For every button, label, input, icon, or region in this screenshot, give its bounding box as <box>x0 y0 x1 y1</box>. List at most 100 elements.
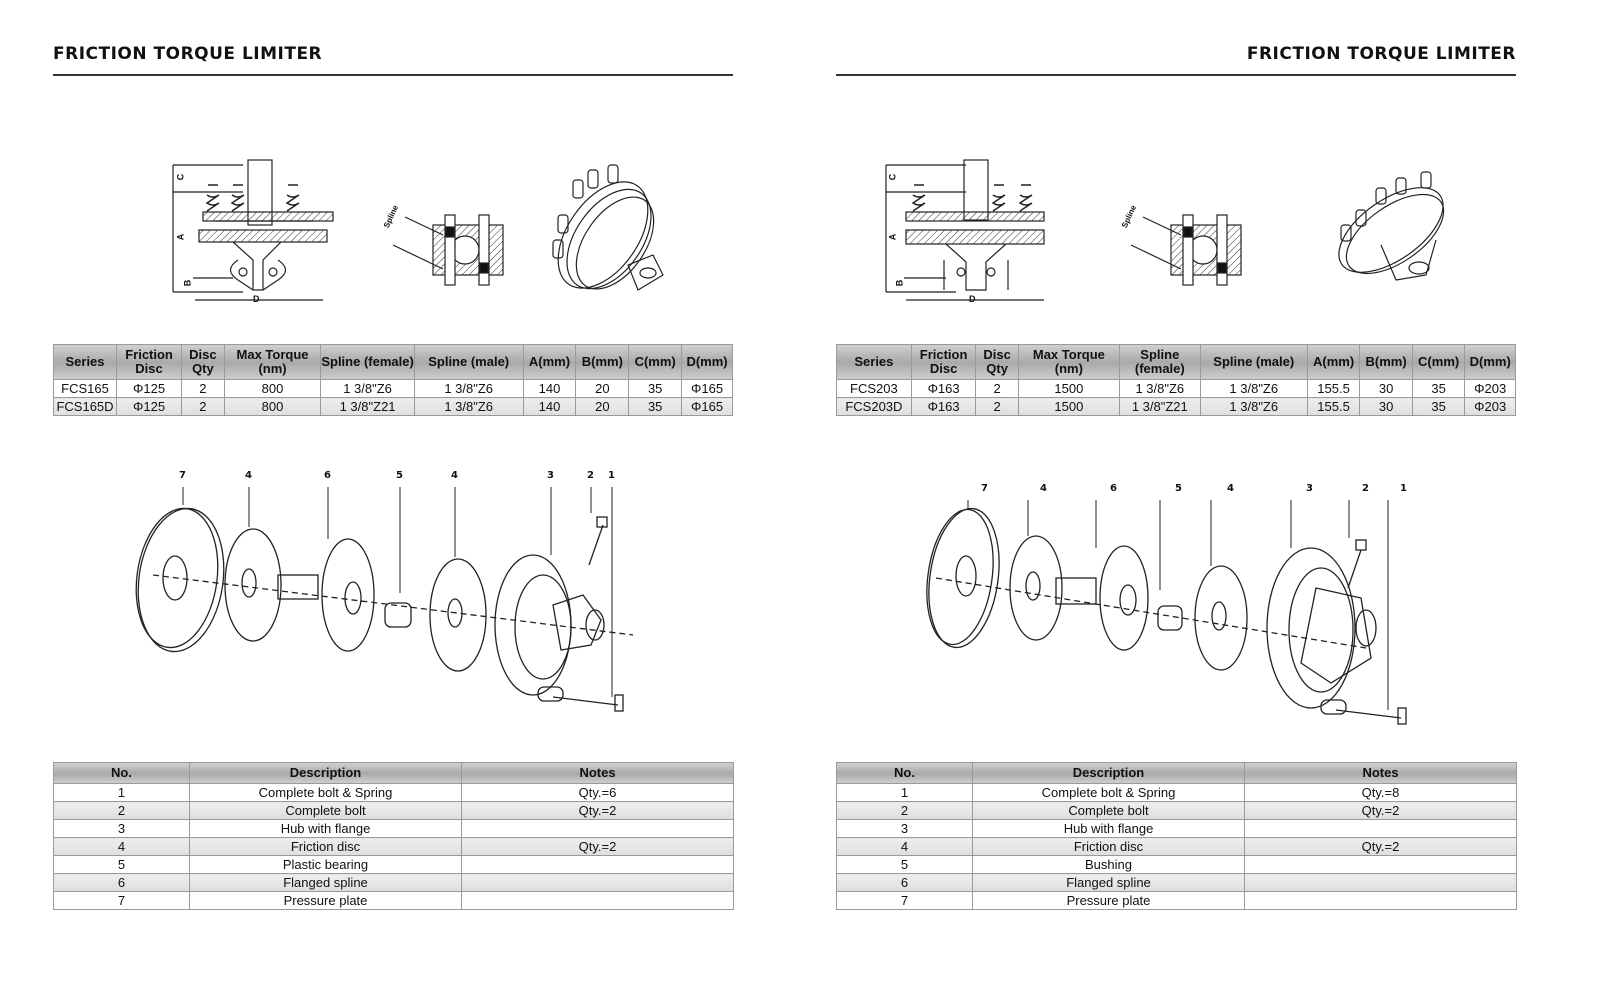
cell <box>1244 873 1517 892</box>
bushing-part <box>1157 605 1183 631</box>
cell: 140 <box>522 397 577 416</box>
cell: Φ125 <box>116 397 183 416</box>
callout-1: 1 <box>1400 483 1407 494</box>
cell: 4 <box>836 837 973 856</box>
cell: Bushing <box>972 855 1245 874</box>
cell: Complete bolt <box>972 801 1245 820</box>
cell: FCS203D <box>836 397 912 416</box>
exploded-view-drawing <box>926 500 1407 725</box>
dimension-label-c: C <box>175 173 186 181</box>
cell: Complete bolt & Spring <box>189 783 462 802</box>
col-a-mm: A(mm) <box>1306 344 1361 380</box>
cell: Pressure plate <box>972 891 1245 910</box>
spec-header-row: Series Friction Disc Disc Qty Max Torque… <box>836 344 1516 380</box>
cell: 1500 <box>1017 397 1120 416</box>
col-c-mm: C(mm) <box>628 344 683 380</box>
cell: 1500 <box>1017 379 1120 398</box>
col-c-mm: C(mm) <box>1411 344 1466 380</box>
hub-flange-part <box>1266 547 1377 709</box>
col-spline-female: Spline (female) <box>1118 344 1201 380</box>
cell: FCS203 <box>836 379 912 398</box>
spec-header-row: Series Friction Disc Disc Qty Max Torque… <box>52 344 733 380</box>
cell: 30 <box>1359 397 1413 416</box>
cell: 30 <box>1359 379 1413 398</box>
cell: 1 3/8"Z6 <box>320 379 415 398</box>
flanged-spline-part <box>1055 545 1149 651</box>
cell: 1 3/8"Z21 <box>320 397 415 416</box>
callout-2: 2 <box>1362 483 1369 494</box>
cell: 2 <box>181 397 225 416</box>
cell: Qty.=2 <box>1244 801 1517 820</box>
dimension-label-a: A <box>887 233 898 241</box>
cell: Φ163 <box>910 379 977 398</box>
cell <box>461 873 734 892</box>
cell: Qty.=8 <box>1244 783 1517 802</box>
col-spline-female: Spline (female) <box>320 344 415 380</box>
col-max-torque: Max Torque (nm) <box>223 344 322 380</box>
cell: Φ165 <box>681 397 733 416</box>
cell: 1 3/8"Z21 <box>1118 397 1201 416</box>
cell: 800 <box>223 379 322 398</box>
dimension-label-b: B <box>894 279 905 287</box>
col-series: Series <box>836 344 912 380</box>
callout-labels: 7 4 6 5 4 3 2 1 <box>896 483 1456 497</box>
cell <box>461 855 734 874</box>
cell: Flanged spline <box>972 873 1245 892</box>
cell: Flanged spline <box>189 873 462 892</box>
cell: Complete bolt <box>189 801 462 820</box>
dimension-label-c: C <box>887 173 898 181</box>
bushing-part <box>384 602 412 628</box>
parts-header-row: No. Description Notes <box>53 762 734 784</box>
col-notes: Notes <box>1244 762 1517 784</box>
col-series: Series <box>52 344 118 380</box>
hub-flange-part <box>494 554 605 696</box>
col-friction-disc: Friction Disc <box>116 344 183 380</box>
cell: 2 <box>836 801 973 820</box>
dimension-label-d: D <box>253 294 260 304</box>
cell: Qty.=6 <box>461 783 734 802</box>
col-friction-disc: Friction Disc <box>910 344 977 380</box>
cell <box>1244 891 1517 910</box>
callout-5: 5 <box>396 470 403 481</box>
bolt-spring-part <box>1320 699 1407 725</box>
exploded-view-drawing <box>135 487 634 712</box>
cell: Φ203 <box>1464 397 1516 416</box>
cross-section-drawing <box>885 159 1045 301</box>
page-title: FRICTION TORQUE LIMITER <box>1246 44 1516 64</box>
cell: 5 <box>53 855 190 874</box>
cell: Φ125 <box>116 379 183 398</box>
cell: Plastic bearing <box>189 855 462 874</box>
title-rule <box>53 74 733 76</box>
callout-labels: 7 4 6 5 4 3 2 1 <box>113 470 673 484</box>
col-a-mm: A(mm) <box>522 344 577 380</box>
cell: 2 <box>181 379 225 398</box>
cell: 35 <box>1411 397 1466 416</box>
col-d-mm: D(mm) <box>1464 344 1516 380</box>
callout-5: 5 <box>1175 483 1182 494</box>
dimension-label-b: B <box>182 279 193 287</box>
cell: Hub with flange <box>972 819 1245 838</box>
cross-section-drawing <box>172 159 334 301</box>
col-description: Description <box>972 762 1245 784</box>
spline-clamp-drawing <box>392 214 504 286</box>
cell: Complete bolt & Spring <box>972 783 1245 802</box>
friction-disc-part <box>224 528 282 642</box>
cell: 1 3/8"Z6 <box>413 379 524 398</box>
col-spline-male: Spline (male) <box>1199 344 1308 380</box>
friction-disc-part <box>1009 535 1063 641</box>
cell: 1 3/8"Z6 <box>413 397 524 416</box>
friction-disc-part <box>429 558 487 672</box>
cell: FCS165D <box>52 397 118 416</box>
cell: Pressure plate <box>189 891 462 910</box>
pressure-plate-part <box>135 507 225 653</box>
cell: 155.5 <box>1306 397 1361 416</box>
